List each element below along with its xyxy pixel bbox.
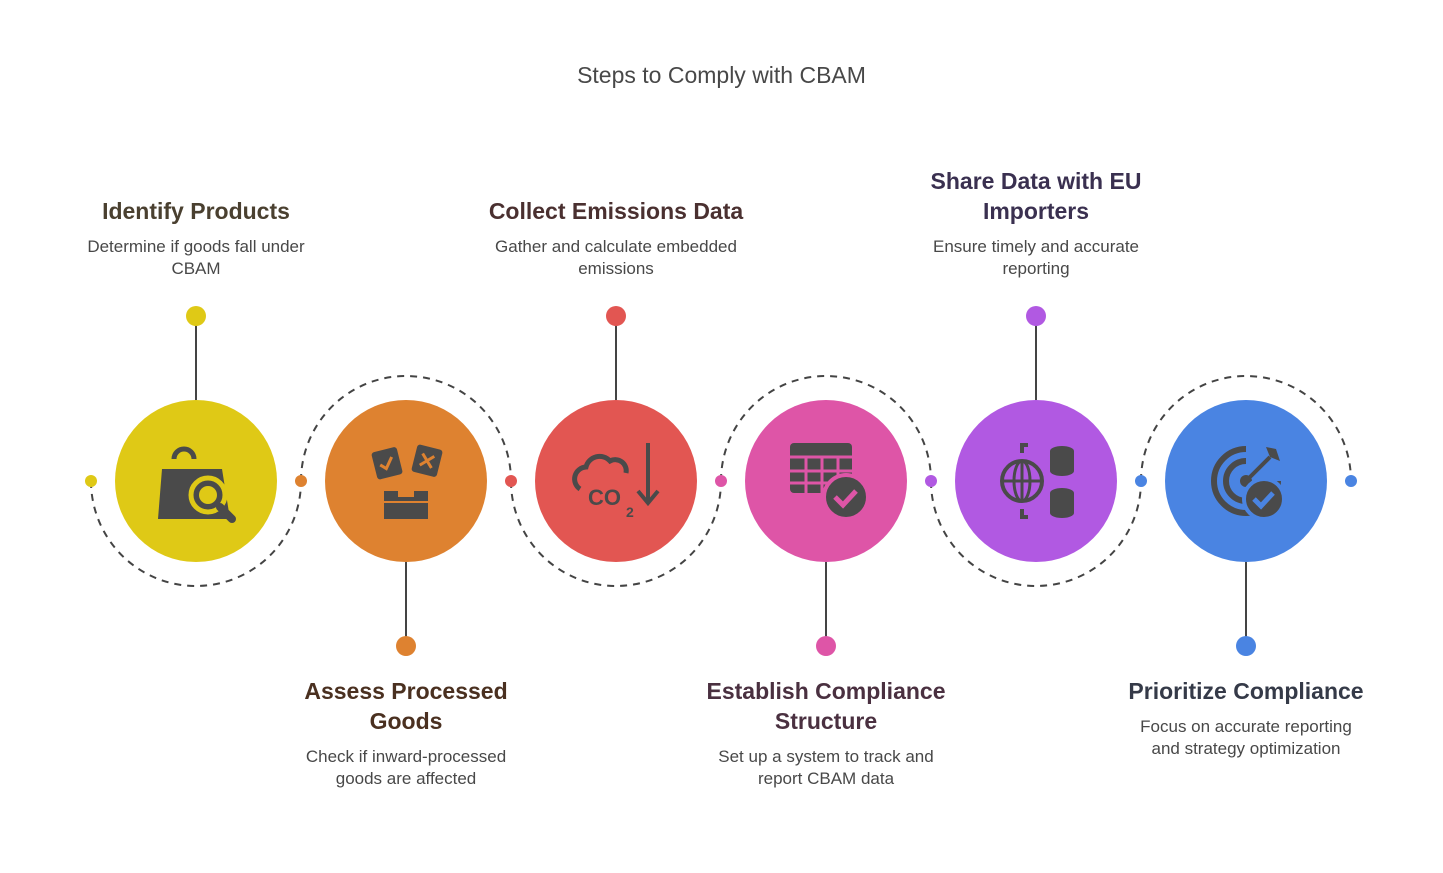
- shopping-bag-search-icon: [158, 446, 236, 523]
- step-node-1: [115, 306, 277, 562]
- svg-text:CO: CO: [588, 485, 621, 510]
- step-marker-dot: [1026, 306, 1046, 326]
- step-node-4: [745, 400, 907, 656]
- step-circle: [325, 400, 487, 562]
- step-node-3: CO 2: [535, 306, 697, 562]
- globe-database-icon: [1000, 443, 1074, 519]
- step-marker-dot: [186, 306, 206, 326]
- step-description: Ensure timely and accurate reporting: [933, 237, 1139, 278]
- box-with-checklist-cards-icon: [371, 444, 443, 519]
- step-description: Set up a system to track and report CBAM…: [718, 747, 934, 788]
- connector-dot: [505, 475, 517, 487]
- connector-dot: [85, 475, 97, 487]
- step-node-5: [955, 306, 1117, 562]
- connector-dot: [1345, 475, 1357, 487]
- step-node-2: [325, 400, 487, 656]
- co2-cloud-down-arrow-icon: CO 2: [572, 443, 660, 520]
- step-description: Focus on accurate reporting and strategy…: [1140, 717, 1352, 758]
- step-heading: Identify Products: [102, 198, 290, 224]
- step-marker-dot: [606, 306, 626, 326]
- table-checkmark-icon: [790, 443, 870, 521]
- connector-dot: [715, 475, 727, 487]
- step-marker-dot: [396, 636, 416, 656]
- step-description: Check if inward-processed goods are affe…: [305, 747, 507, 788]
- svg-text:2: 2: [626, 504, 634, 520]
- diagram-title: Steps to Comply with CBAM: [577, 62, 866, 88]
- step-description: Determine if goods fall under CBAM: [87, 237, 305, 278]
- step-node-6: [1165, 400, 1327, 656]
- step-heading: Establish Compliance Structure: [706, 678, 946, 734]
- step-heading: Collect Emissions Data: [488, 198, 744, 224]
- step-heading: Assess Processed Goods: [304, 678, 508, 734]
- step-description: Gather and calculate embedded emissions: [495, 237, 737, 278]
- connector-dot: [925, 475, 937, 487]
- step-marker-dot: [816, 636, 836, 656]
- connector-dot: [1135, 475, 1147, 487]
- step-circle: [535, 400, 697, 562]
- step-marker-dot: [1236, 636, 1256, 656]
- connector-dot: [295, 475, 307, 487]
- step-heading: Prioritize Compliance: [1128, 678, 1364, 704]
- target-checkmark-icon: [1211, 446, 1286, 521]
- step-heading: Share Data with EU Importers: [930, 168, 1142, 224]
